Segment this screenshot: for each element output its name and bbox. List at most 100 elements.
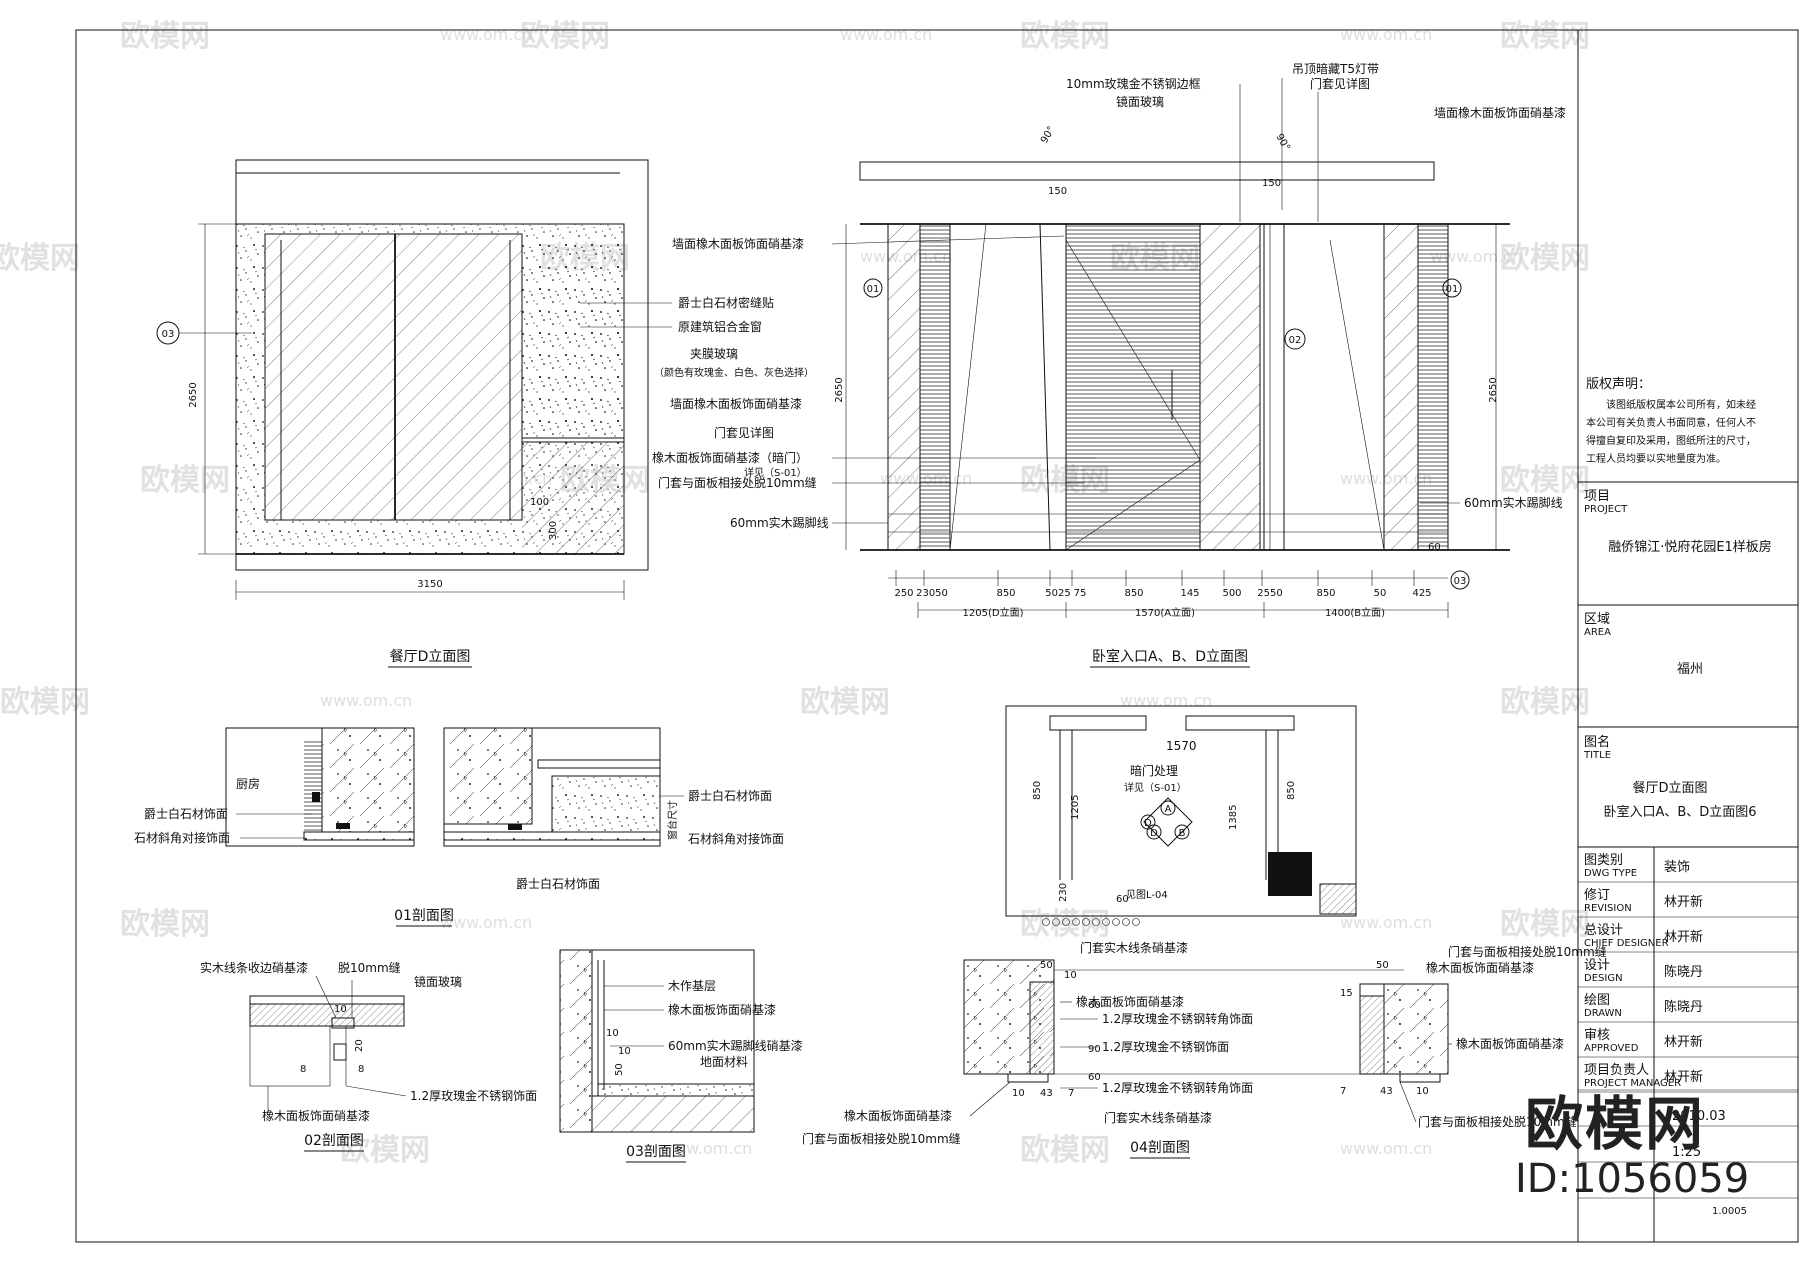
project-label-en: PROJECT [1584, 504, 1628, 515]
dim-300: 300 [548, 521, 559, 540]
watermark-site: www.om.cn [840, 25, 932, 44]
note: 夹膜玻璃 [690, 347, 738, 361]
section-tag-01 [1442, 278, 1462, 298]
tb-row-label-en: CHIEF DESIGNER [1584, 938, 1669, 949]
note: 吊顶暗藏T5灯带 [1292, 61, 1379, 76]
note: 1.2厚玫瑰金不锈钢转角饰面 [1102, 1011, 1253, 1026]
watermark-brand: 欧模网 [120, 907, 210, 942]
area-label: 区域 [1584, 612, 1610, 627]
dim-height-small: 2650 [834, 377, 845, 402]
hidden-door-note: 暗门处理 [1130, 763, 1178, 778]
dim: 50 [614, 1063, 625, 1076]
dim-label: 50 [1374, 588, 1387, 599]
note: 橡木面板饰面硝基漆 [1456, 1037, 1564, 1051]
dim-label: 10 [1416, 1086, 1429, 1097]
ref-label: A [1165, 804, 1172, 815]
dim-label: 60 [1088, 1072, 1101, 1083]
dim-2650: 2650 [188, 382, 199, 407]
dining-elevation-title: 餐厅D立面图 [390, 649, 471, 665]
dim-230: 230 [1058, 883, 1069, 902]
angle-label: 90° [1039, 125, 1057, 146]
tb-row-value: 林开新 [1664, 894, 1703, 910]
watermark-site: www.om.cn [1430, 247, 1522, 266]
dim-label: 75 [1074, 588, 1087, 599]
note: 60mm实木踢脚线 [1464, 495, 1563, 510]
light-marker [1062, 918, 1070, 926]
note: 墙面橡木面板饰面硝基漆 [670, 397, 802, 411]
dim-label: 7 [1340, 1086, 1346, 1097]
dim-label: 50 [1040, 960, 1053, 971]
note: 墙面橡木面板饰面硝基漆 [1434, 106, 1566, 120]
watermark-brand: 欧模网 [1500, 463, 1590, 498]
dim-label: 50 [1376, 960, 1389, 971]
note: （颜色有玫瑰金、白色、灰色选择） [654, 366, 814, 379]
note: 1.2厚玫瑰金不锈钢饰面 [410, 1088, 537, 1103]
watermark-site: www.om.cn [660, 1139, 752, 1158]
copyright-line: 得擅自复印及采用，图纸所注的尺寸， [1586, 434, 1756, 447]
watermark-brand: 欧模网 [1500, 907, 1590, 942]
section-tag-label: 02 [1289, 335, 1302, 346]
dim-1570: 1570 [1166, 739, 1197, 753]
dim-150: 150 [1262, 178, 1281, 189]
note: 橡木面板饰面硝基漆（暗门） [652, 450, 808, 465]
bedroom-elevation: 2650 2650 60 01 02 01 03 吊顶暗藏T5灯带 10mm玫瑰… [652, 61, 1566, 668]
light-marker [1042, 918, 1050, 926]
project-label: 项目 [1584, 489, 1610, 504]
light-marker [1072, 918, 1080, 926]
ref-label: B [1179, 828, 1186, 839]
section-tag-label: 01 [1446, 284, 1459, 295]
note: 60mm实木踢脚线硝基漆 [668, 1038, 803, 1053]
note: 橡木面板饰面硝基漆 [1426, 961, 1534, 975]
tb-row-value: 陈晓丹 [1664, 999, 1703, 1015]
section-tag-label: 03 [1454, 576, 1467, 587]
section-04: 门套与面板相接处脱10mm缝 橡木面板饰面硝基漆 橡木面板饰面硝基漆 1.2厚玫… [802, 944, 1607, 1159]
note: 石材斜角对接饰面 [688, 831, 784, 846]
note: 门套与面板相接处脱10mm缝 [658, 475, 817, 490]
note: 门套与面板相接处脱10mm缝 [1448, 944, 1607, 959]
dim-150: 150 [1048, 186, 1067, 197]
light-marker [1082, 918, 1090, 926]
dim-60: 60 [1116, 894, 1129, 905]
light-marker [1132, 918, 1140, 926]
section-tag-02 [1284, 328, 1306, 350]
dim-label: 60 [1088, 1000, 1101, 1011]
section-03-title: 03剖面图 [626, 1144, 686, 1160]
dim-label: 145 [1180, 588, 1199, 599]
watermark-site: www.om.cn [440, 25, 532, 44]
watermark-site: www.om.cn [1340, 25, 1432, 44]
note: 爵士白石材饰面 [688, 788, 772, 803]
scale-value: 1:25 [1672, 1145, 1701, 1160]
note: 石材斜角对接饰面 [134, 830, 230, 845]
tb-row-value: 装饰 [1664, 860, 1690, 875]
dim-label: 850 [1124, 588, 1143, 599]
dim-3150: 3150 [417, 579, 442, 590]
watermark-site: www.om.cn [440, 913, 532, 932]
section-tag-03 [1450, 570, 1470, 590]
note: 门套见详图 [1310, 76, 1370, 91]
dim-label: 7 [1068, 1088, 1074, 1099]
note: 橡木面板饰面硝基漆 [262, 1109, 370, 1123]
watermark-brand: 欧模网 [520, 19, 610, 54]
note: 详见（S-01） [744, 466, 807, 479]
note: 地面材料 [700, 1055, 748, 1069]
tb-row-label: 修订 [1584, 888, 1610, 903]
light-marker [1122, 918, 1130, 926]
section-01-title: 01剖面图 [394, 908, 454, 924]
light-marker [1112, 918, 1120, 926]
tb-row-label-en: APPROVED [1584, 1043, 1639, 1054]
drawing-value-1: 餐厅D立面图 [1632, 780, 1707, 796]
dim: 10 [334, 1004, 347, 1015]
watermark-site: www.om.cn [320, 691, 412, 710]
note: 爵士白石材饰面 [516, 876, 600, 891]
dim-label: 425 [1412, 588, 1431, 599]
ref-label: D [1150, 828, 1158, 839]
copyright-title: 版权声明： [1586, 376, 1651, 392]
dim-label: 850 [1316, 588, 1335, 599]
copyright-line: 该图纸版权属本公司所有，如未经 [1606, 398, 1756, 411]
tb-row-label: 图类别 [1584, 853, 1623, 868]
ref-label: D [1144, 818, 1152, 829]
id-badge: 欧模网 ID:1056059 [1515, 1092, 1749, 1202]
dim: 8 [300, 1064, 306, 1075]
note: 1.2厚玫瑰金不锈钢饰面 [1102, 1039, 1229, 1054]
